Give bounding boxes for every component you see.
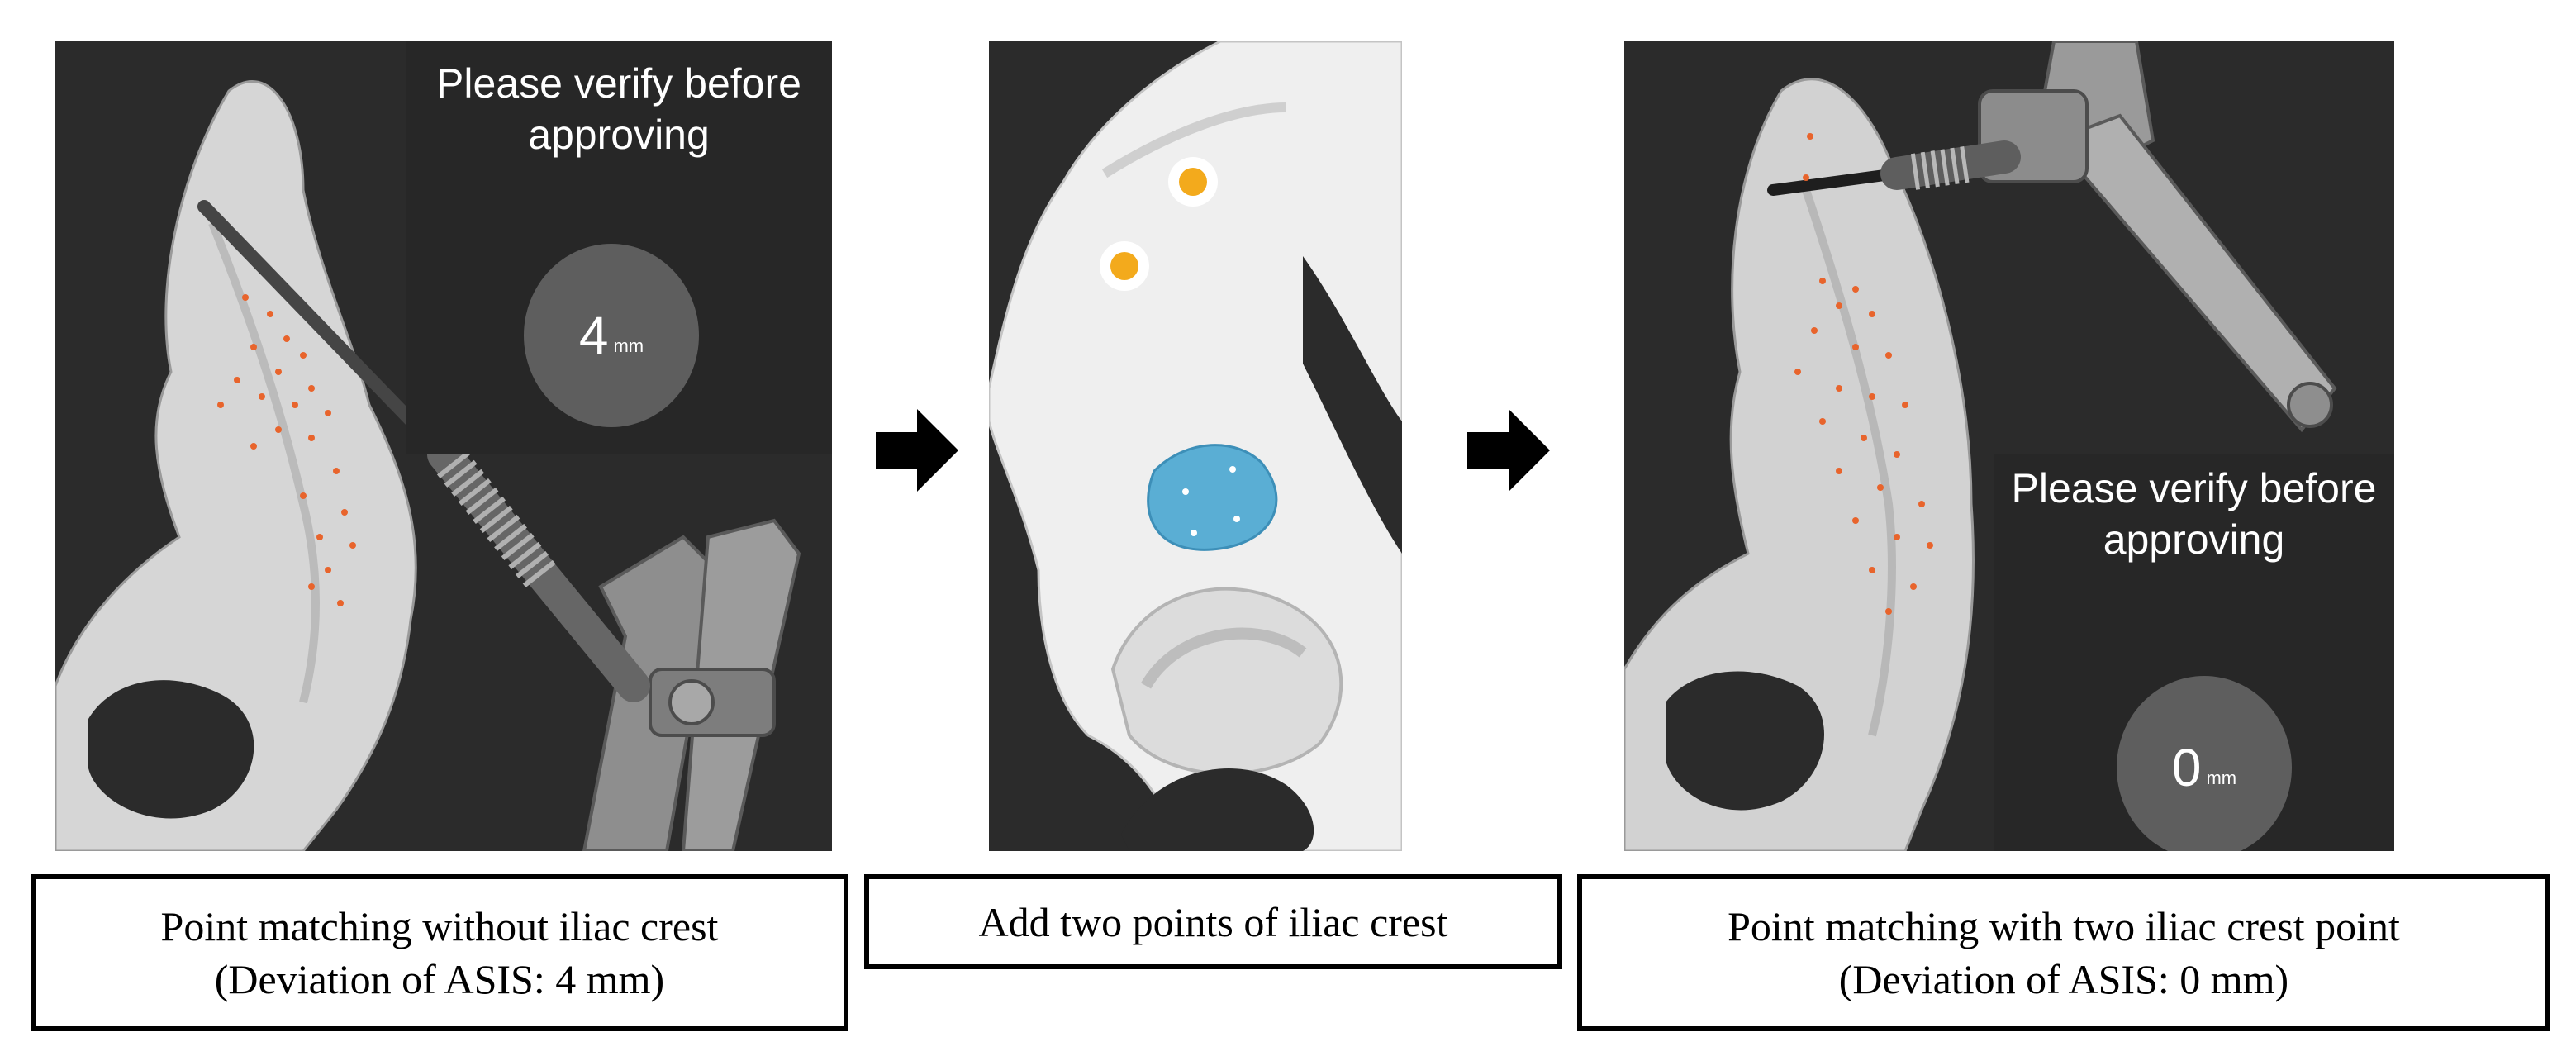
- registration-point: [308, 435, 315, 441]
- registration-point: [275, 369, 282, 375]
- registration-point: [1885, 352, 1892, 359]
- registration-point: [300, 492, 307, 499]
- contact-point: [1233, 516, 1240, 522]
- probe-icon: [197, 200, 650, 702]
- registration-point: [1869, 393, 1875, 400]
- registration-point: [250, 443, 257, 450]
- registration-point: [259, 393, 265, 400]
- registration-point: [1910, 583, 1917, 590]
- registration-point: [1894, 534, 1900, 540]
- caption-line: (Deviation of ASIS: 4 mm): [214, 956, 665, 1002]
- deviation-unit: mm: [2206, 768, 2237, 788]
- obturator-foramen: [1666, 671, 1825, 811]
- arrow-right-icon: [1467, 409, 1550, 492]
- probe-icon: [1767, 140, 2021, 196]
- registration-point: [1819, 278, 1826, 284]
- caption-step-3: Point matching with two iliac crest poin…: [1577, 874, 2550, 1031]
- deviation-readout: 0 mm: [2117, 676, 2292, 851]
- registration-point: [1927, 542, 1933, 549]
- contact-point: [1191, 530, 1197, 536]
- registration-point: [242, 294, 249, 301]
- obturator-foramen: [88, 680, 254, 819]
- iliac-crest-points-panel: [989, 41, 1402, 851]
- deviation-value: 0: [2171, 738, 2202, 797]
- registration-point: [308, 583, 315, 590]
- registration-point: [333, 468, 340, 474]
- registration-point: [1794, 369, 1801, 375]
- registration-panel-without-iliac-crest: Please verify before approving 4 mm: [55, 41, 832, 851]
- pelvis-shading: [1802, 188, 1896, 737]
- registration-point: [217, 402, 224, 408]
- dialog-title: Please verify before approving: [436, 60, 801, 158]
- deviation-value: 4: [578, 306, 609, 365]
- registration-point: [1852, 286, 1859, 293]
- registration-point: [275, 426, 282, 433]
- pelvis-shading: [1101, 102, 1287, 178]
- caption-step-1: Point matching without iliac crest (Devi…: [31, 874, 848, 1031]
- deviation-unit: mm: [613, 335, 644, 356]
- registration-point: [1852, 517, 1859, 524]
- registration-point: [316, 534, 323, 540]
- robot-arm-icon: [582, 518, 801, 851]
- registration-point: [1811, 327, 1818, 334]
- iliac-crest-landmark-point-fill: [1179, 168, 1207, 196]
- registration-point: [1852, 344, 1859, 350]
- iliac-crest-registration-point: [1803, 174, 1809, 181]
- verification-dialog: Please verify before approving: [1994, 454, 2394, 851]
- registration-point: [1836, 385, 1842, 392]
- iliac-crest-registration-point: [1807, 133, 1813, 140]
- registration-point: [1877, 484, 1884, 491]
- arrow-right-icon: [876, 409, 958, 492]
- pelvis-model-view: [1624, 41, 2337, 851]
- registration-point: [1836, 468, 1842, 474]
- registration-point: [349, 542, 356, 549]
- registration-panel-with-iliac-crest: Please verify before approving 0 mm: [1624, 41, 2394, 851]
- registration-points: [1794, 133, 1933, 615]
- registration-point: [325, 410, 331, 416]
- registration-point: [308, 385, 315, 392]
- contact-point: [1229, 466, 1236, 473]
- caption-line: Point matching with two iliac crest poin…: [1728, 903, 2400, 949]
- contact-point: [1182, 488, 1189, 495]
- registration-point: [292, 402, 298, 408]
- pelvis-model-view: [55, 80, 801, 851]
- registration-point: [283, 335, 290, 342]
- registration-point: [1819, 418, 1826, 425]
- pelvis-inner-edge: [1303, 256, 1402, 554]
- deviation-readout: 4 mm: [524, 244, 699, 427]
- caption-line: (Deviation of ASIS: 0 mm): [1838, 956, 2289, 1002]
- registration-point: [1836, 302, 1842, 309]
- registration-point: [1918, 501, 1925, 507]
- caption-line: Add two points of iliac crest: [978, 898, 1448, 945]
- registration-point: [1869, 311, 1875, 317]
- registration-point: [325, 567, 331, 573]
- registration-point: [337, 600, 344, 606]
- registration-point: [341, 509, 348, 516]
- caption-step-2: Add two points of iliac crest: [864, 874, 1562, 969]
- registration-point: [250, 344, 257, 350]
- registration-point: [1894, 451, 1900, 458]
- iliac-crest-landmark-point-fill: [1110, 252, 1138, 280]
- registration-point: [267, 311, 273, 317]
- obturator-foramen: [1121, 768, 1314, 851]
- pelvis-bone: [55, 80, 417, 851]
- pelvis-closeup-view: [989, 41, 1402, 851]
- registration-point: [1902, 402, 1908, 408]
- registration-points: [217, 294, 356, 606]
- caption-line: Point matching without iliac crest: [160, 903, 719, 949]
- dialog-title: Please verify before approving: [2011, 465, 2377, 563]
- registration-point: [300, 352, 307, 359]
- contact-region: [1147, 444, 1278, 551]
- robot-arm-icon: [1978, 41, 2337, 433]
- registration-point: [1885, 608, 1892, 615]
- acetabulum-shadow: [1140, 627, 1307, 689]
- registration-point: [1869, 567, 1875, 573]
- registration-point: [1861, 435, 1867, 441]
- registration-point: [234, 377, 240, 383]
